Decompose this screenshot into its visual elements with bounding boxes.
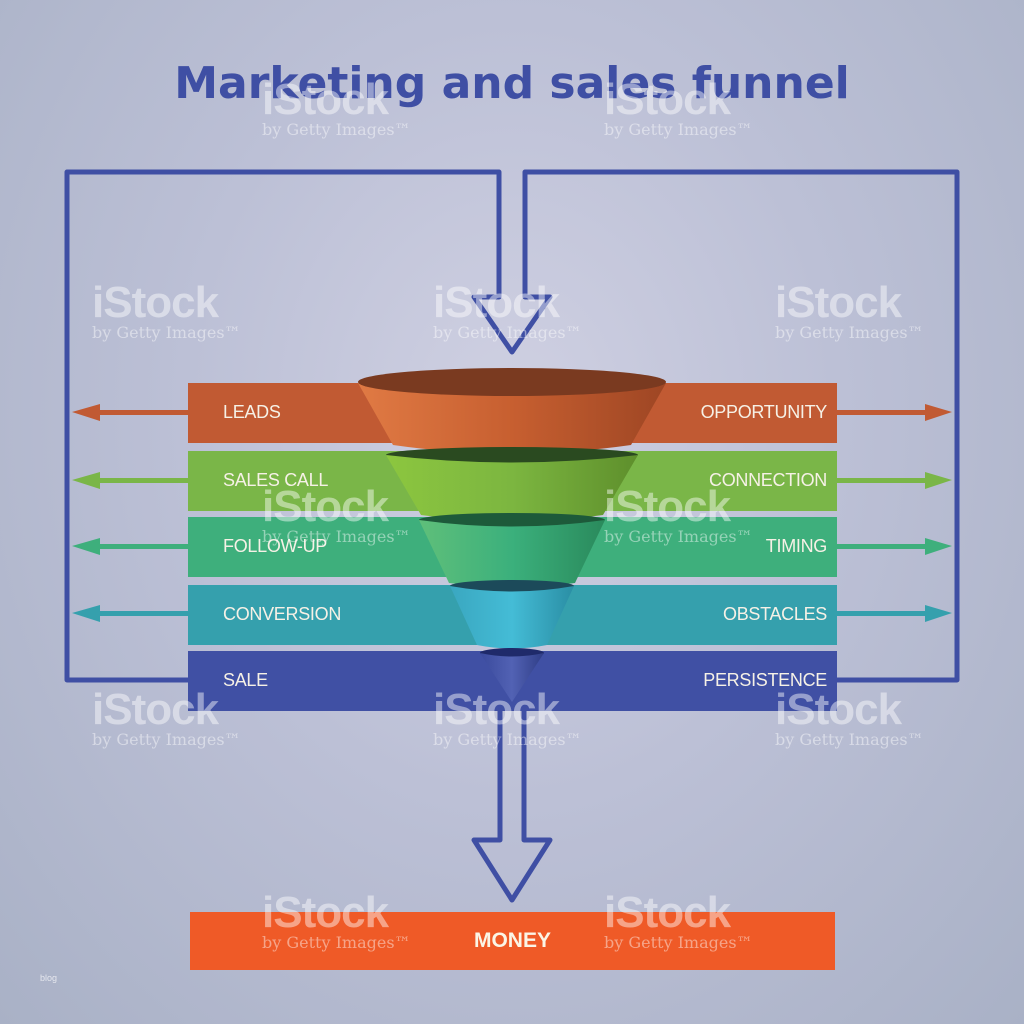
stage-label-left: FOLLOW-UP bbox=[223, 536, 327, 556]
stage-conversion: CONVERSION OBSTACLES bbox=[188, 585, 837, 645]
arrow-connection-right bbox=[837, 472, 952, 489]
output-arrow bbox=[471, 705, 553, 903]
stage-label-right: CONNECTION bbox=[709, 470, 827, 490]
arrow-conversion-left bbox=[72, 605, 188, 622]
arrow-opportunity-right bbox=[837, 404, 952, 421]
stage-label-right: OPPORTUNITY bbox=[700, 402, 828, 422]
stage-follow-up: FOLLOW-UP TIMING bbox=[188, 517, 837, 577]
stage-sales-call: SALES CALL CONNECTION bbox=[188, 451, 837, 511]
funnel-icon bbox=[358, 368, 666, 702]
feedback-loop-frame bbox=[64, 169, 960, 683]
stage-sale: SALE PERSISTENCE bbox=[188, 651, 837, 711]
stage-label-left: LEADS bbox=[223, 402, 281, 422]
diagram-title: Marketing and sales funnel bbox=[174, 58, 850, 109]
stage-label-right: PERSISTENCE bbox=[703, 670, 827, 690]
footer-tag: blog bbox=[40, 973, 58, 983]
stage-label-right: OBSTACLES bbox=[723, 604, 827, 624]
stage-label-left: SALE bbox=[223, 670, 268, 690]
stage-label-left: SALES CALL bbox=[223, 470, 329, 490]
result-money-box: MONEY bbox=[190, 912, 835, 970]
side-arrows bbox=[72, 404, 952, 622]
arrow-sales-call-left bbox=[72, 472, 188, 489]
arrow-follow-up-left bbox=[72, 538, 188, 555]
stage-leads: LEADS OPPORTUNITY bbox=[188, 383, 837, 443]
stage-label-left: CONVERSION bbox=[223, 604, 342, 624]
arrow-obstacles-right bbox=[837, 605, 952, 622]
arrow-leads-left bbox=[72, 404, 188, 421]
arrow-timing-right bbox=[837, 538, 952, 555]
stage-label-right: TIMING bbox=[765, 536, 828, 556]
